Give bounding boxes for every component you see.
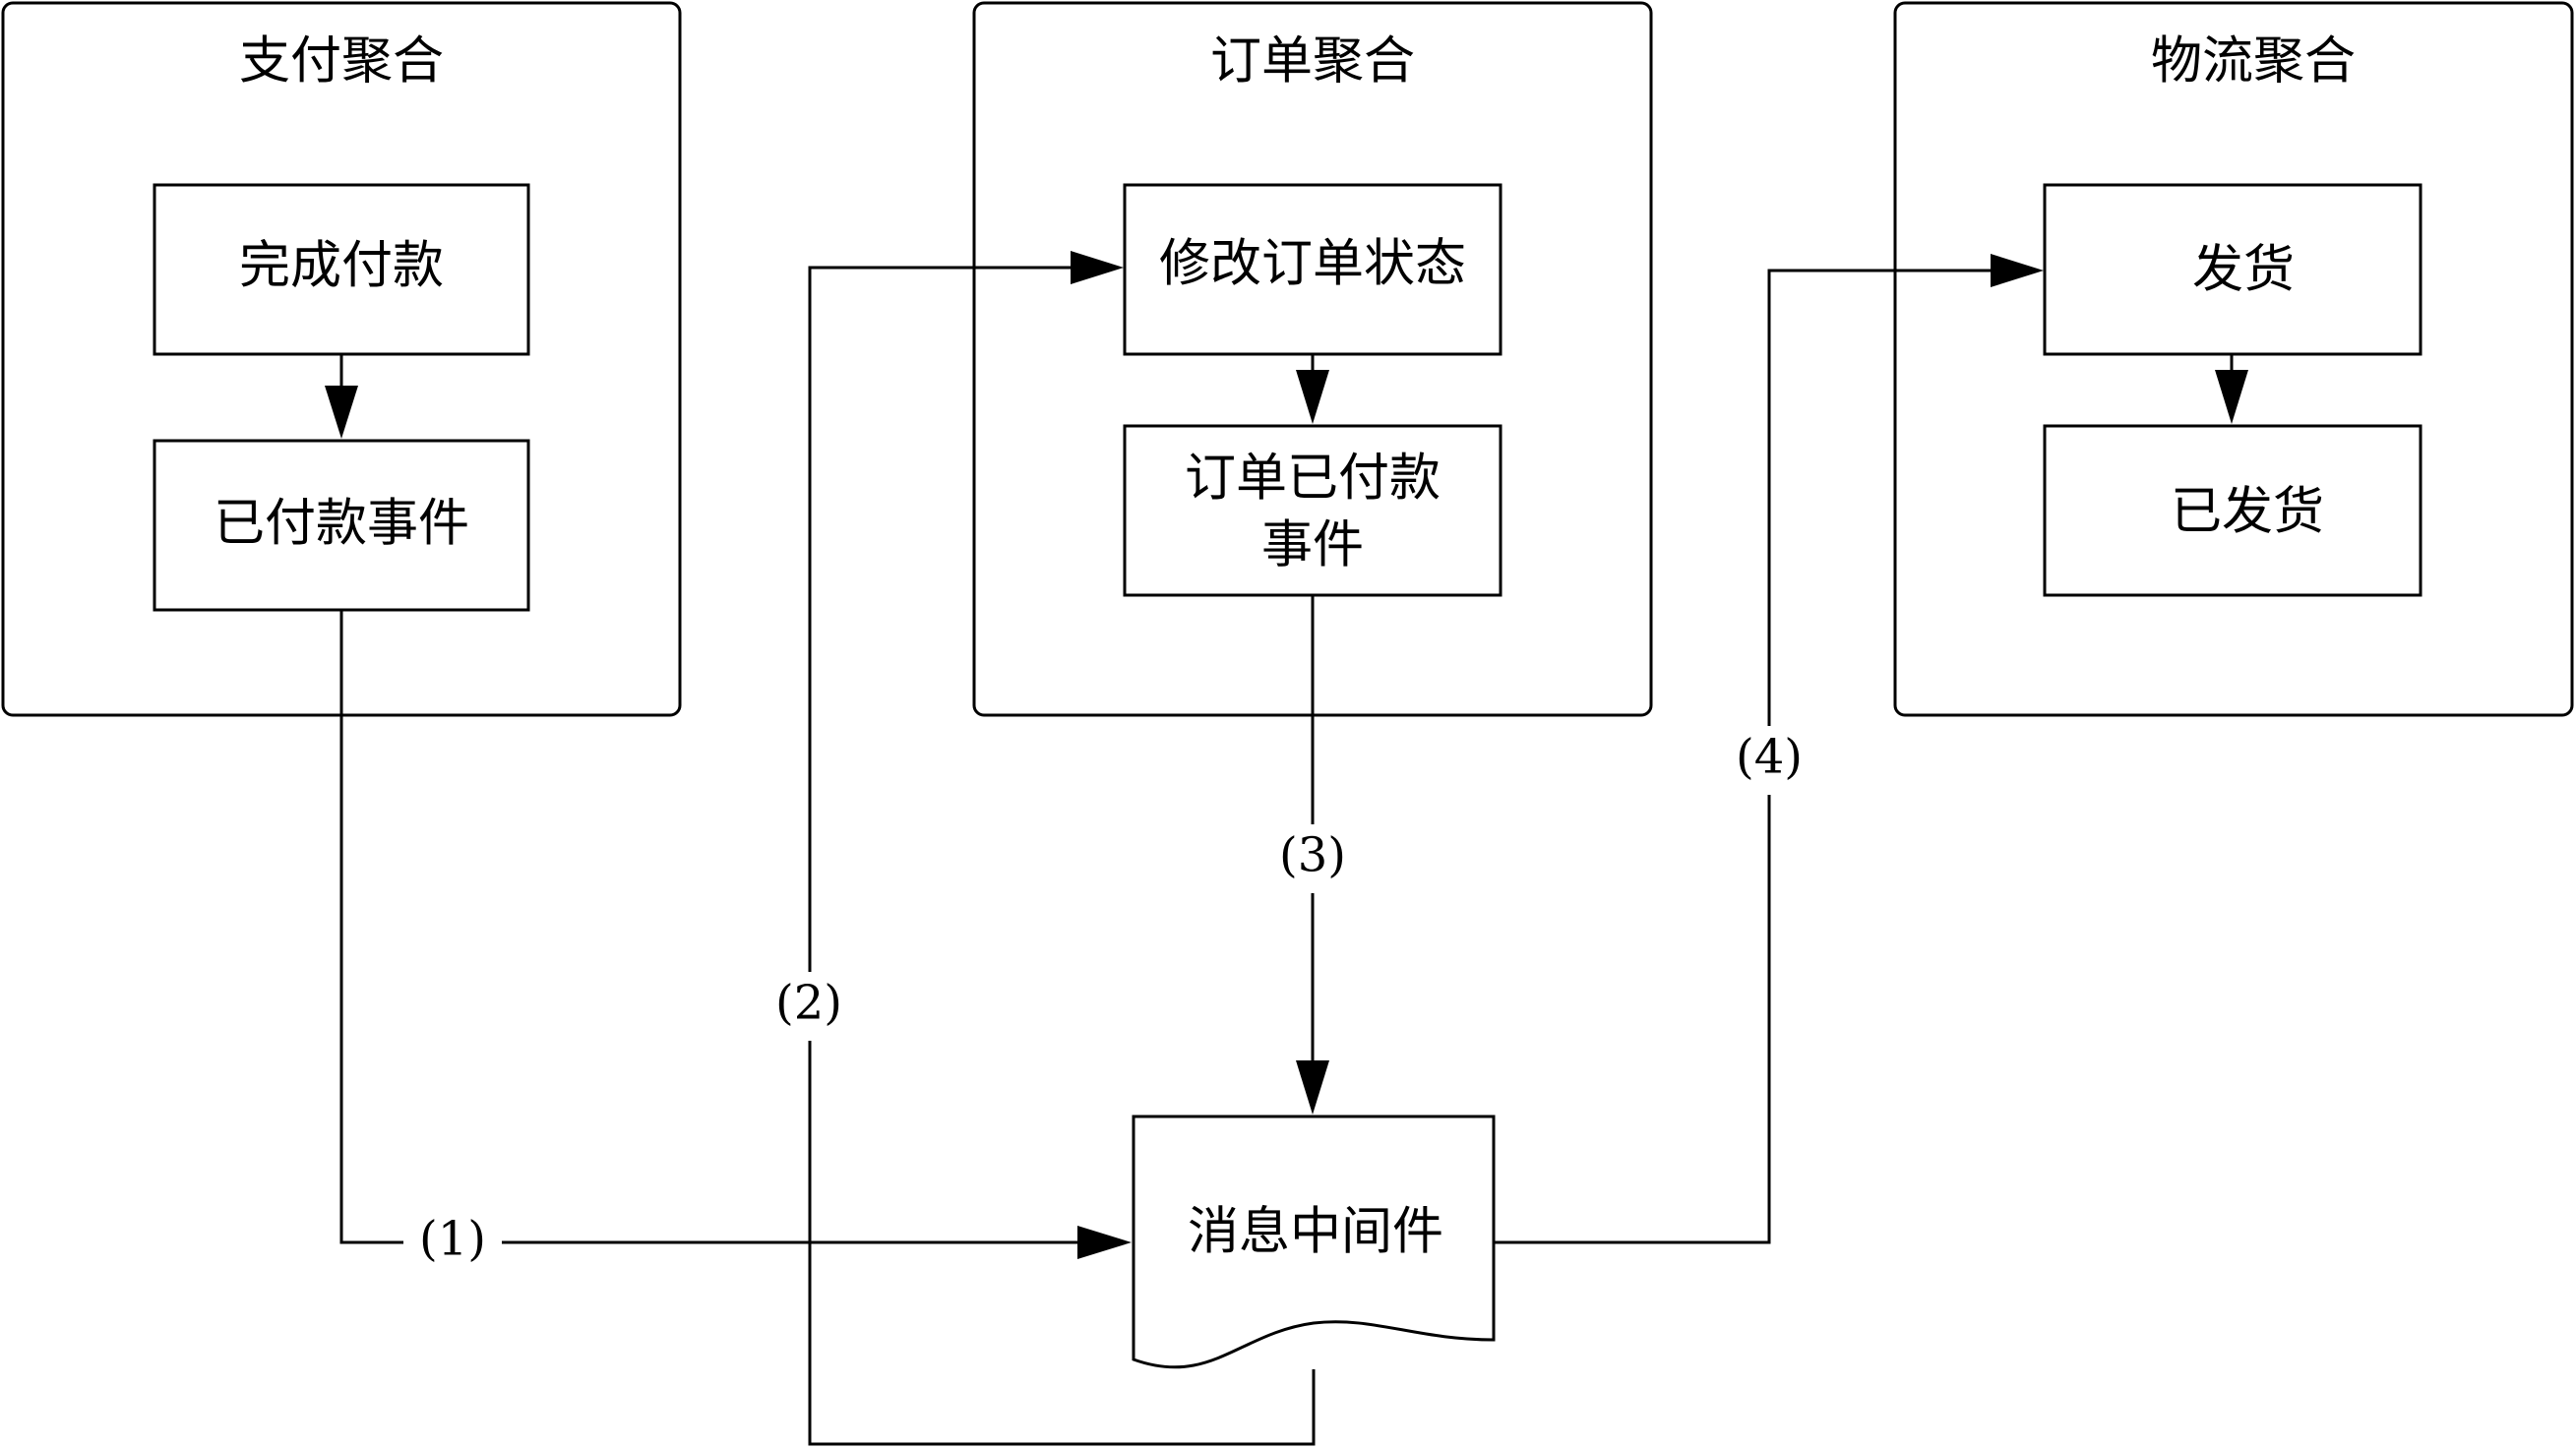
step-1-label: (1): [419, 1212, 486, 1267]
message-middleware: 消息中间件: [1132, 1115, 1496, 1369]
shipped-box: [2043, 424, 2423, 597]
payment-aggregate-title: 支付聚合: [239, 32, 444, 91]
flow-2: [808, 251, 1316, 1446]
logistics-aggregate-box: [1893, 1, 2574, 717]
step-3-label-bg: [1263, 824, 1362, 893]
flow-1-line: [339, 610, 1077, 1244]
shipped-label: 已发货: [2171, 483, 2324, 542]
logistics-internal-arrowhead: [2215, 370, 2248, 424]
flow-2-arrowhead: [1071, 251, 1124, 284]
internal-arrows: [325, 354, 2248, 439]
step-3-label: (3): [1279, 828, 1346, 883]
ship-label: 发货: [2192, 241, 2295, 300]
step-2-label-bg: [761, 972, 859, 1041]
step-labels: (1) (2) (3) (4): [403, 726, 1818, 1277]
order-paid-event-label-line1: 订单已付款: [1185, 450, 1441, 509]
step-4-label-bg: [1720, 726, 1818, 795]
flow-1: [339, 610, 1132, 1259]
message-middleware-shape: [1132, 1115, 1496, 1369]
flow-1-arrowhead: [1077, 1226, 1132, 1259]
step-1-label-bg: [403, 1208, 502, 1277]
message-middleware-label: 消息中间件: [1188, 1203, 1443, 1262]
flow-2-line: [808, 266, 1316, 1446]
step-2-label: (2): [775, 976, 842, 1031]
update-order-status-box: [1123, 183, 1503, 356]
logistics-aggregate: 物流聚合 发货 已发货: [1893, 1, 2574, 717]
logistics-aggregate-title: 物流聚合: [2151, 32, 2356, 91]
flow-3-arrowhead: [1296, 1060, 1329, 1115]
order-internal-arrowhead: [1296, 370, 1329, 424]
step-4-label: (4): [1736, 730, 1803, 785]
order-paid-event-label-line2: 事件: [1261, 516, 1364, 575]
complete-payment-label: 完成付款: [239, 237, 444, 296]
payment-internal-arrowhead: [325, 386, 358, 439]
ship-box: [2043, 183, 2423, 356]
flow-4-arrowhead: [1991, 254, 2044, 287]
paid-event-label: 已付款事件: [214, 495, 469, 554]
order-aggregate-title: 订单聚合: [1210, 32, 1415, 91]
order-paid-event-box: [1123, 424, 1503, 597]
update-order-status-label: 修改订单状态: [1159, 235, 1466, 294]
